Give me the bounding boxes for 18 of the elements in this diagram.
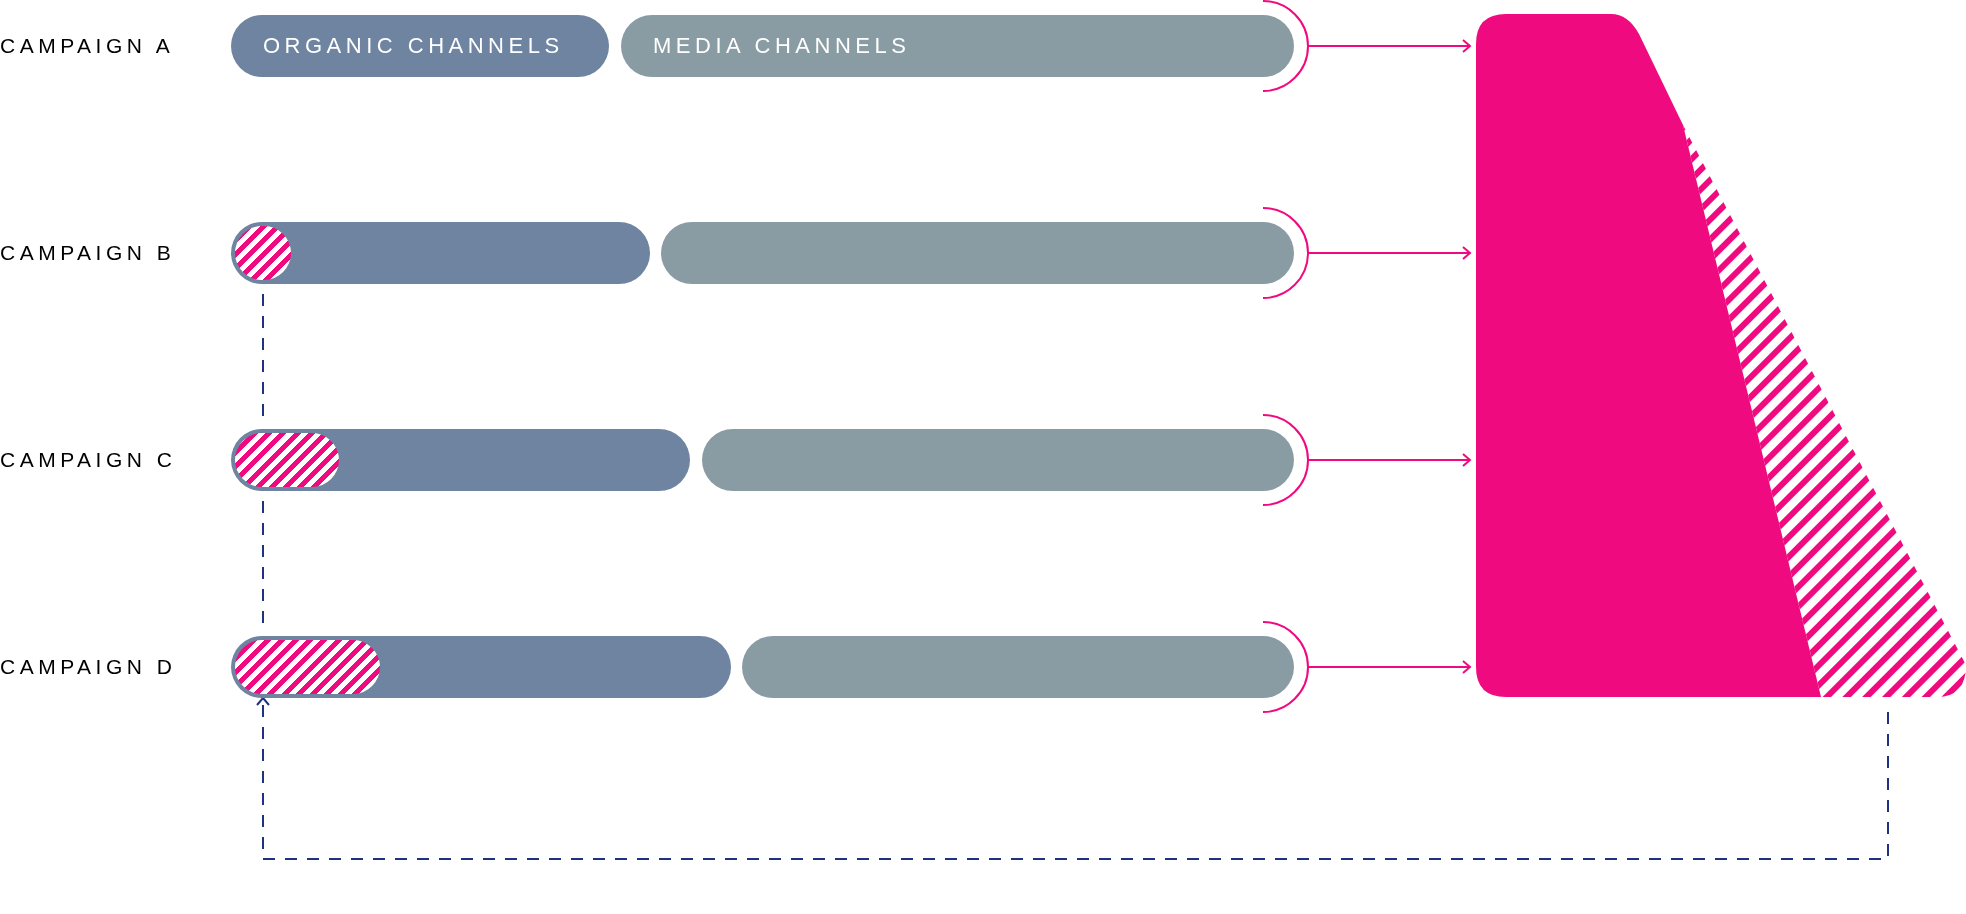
hatched-segment	[235, 640, 380, 694]
campaign-label: CAMPAIGN B	[0, 242, 176, 264]
hatched-segment	[235, 226, 291, 280]
media-channel-bar	[661, 222, 1294, 284]
campaign-label: CAMPAIGN D	[0, 656, 177, 678]
arrow	[1307, 453, 1471, 467]
media-channel-bar	[742, 636, 1294, 698]
campaign-label: CAMPAIGN C	[0, 449, 177, 471]
channel-label: MEDIA CHANNELS	[653, 33, 911, 59]
channel-label: ORGANIC CHANNELS	[263, 33, 564, 59]
hatched-segment	[235, 433, 339, 487]
arrow	[1307, 660, 1471, 674]
arrow	[1307, 39, 1471, 53]
campaign-label: CAMPAIGN A	[0, 35, 175, 57]
arrow	[1307, 246, 1471, 260]
media-channel-bar	[621, 15, 1294, 77]
media-channel-bar	[702, 429, 1294, 491]
dashed-connector	[256, 697, 1889, 860]
